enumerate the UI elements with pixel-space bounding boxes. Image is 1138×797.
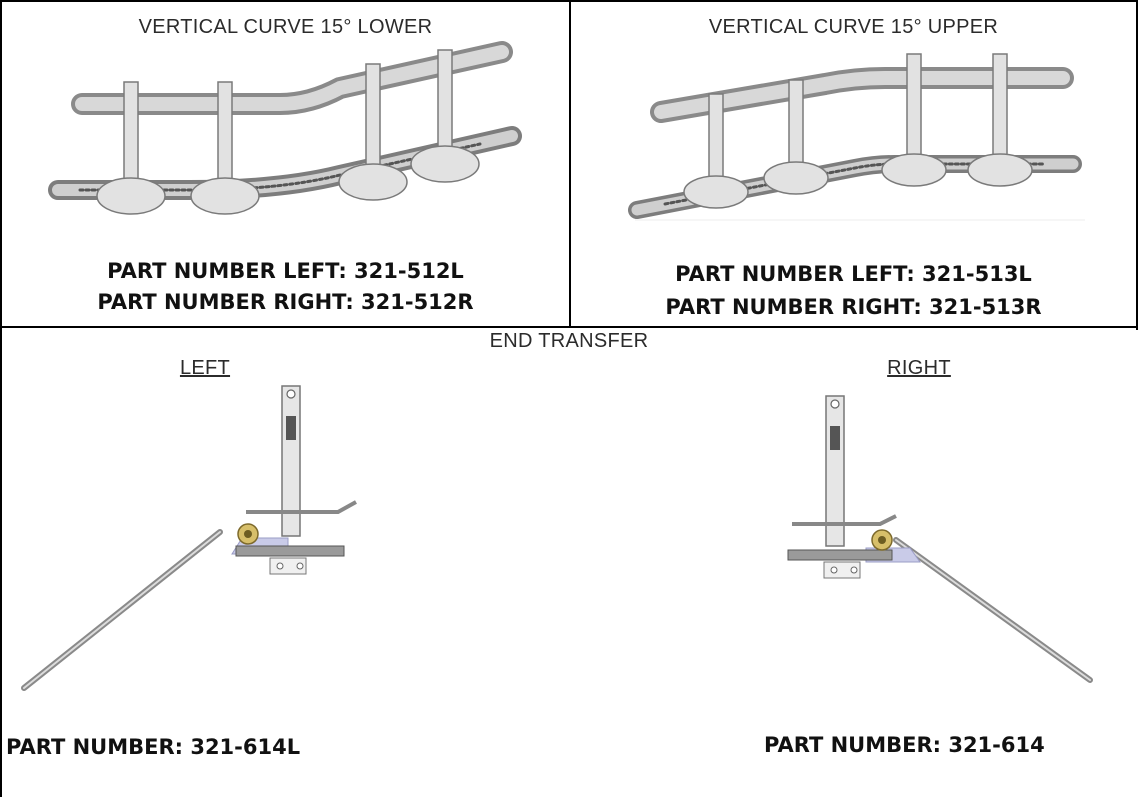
end-transfer-title: END TRANSFER	[489, 330, 649, 352]
end-transfer-right-label: RIGHT	[887, 357, 951, 379]
end-transfer-right-illustration	[787, 395, 1093, 683]
upper-part-number-right: PART NUMBER RIGHT: 321-513R	[665, 295, 1042, 319]
lower-part-number-left: PART NUMBER LEFT: 321-512L	[107, 259, 464, 283]
lower-panel-title: VERTICAL CURVE 15° LOWER	[138, 16, 433, 38]
upper-part-number-left: PART NUMBER LEFT: 321-513L	[675, 262, 1032, 286]
end-transfer-right-part-number: PART NUMBER: 321-614	[764, 733, 1045, 757]
vertical-curve-upper-illustration	[628, 53, 1085, 221]
table-border-right	[1136, 0, 1138, 330]
end-transfer-left-label: LEFT	[179, 357, 231, 379]
end-transfer-left-illustration	[21, 385, 357, 691]
table-divider-horizontal	[0, 326, 1138, 328]
table-divider-vertical	[569, 0, 571, 328]
lower-part-number-right: PART NUMBER RIGHT: 321-512R	[97, 290, 474, 314]
end-transfer-left-part-number: PART NUMBER: 321-614L	[6, 735, 301, 759]
table-border-left	[0, 0, 2, 797]
upper-panel-title: VERTICAL CURVE 15° UPPER	[708, 16, 999, 38]
vertical-curve-lower-illustration	[48, 41, 522, 215]
